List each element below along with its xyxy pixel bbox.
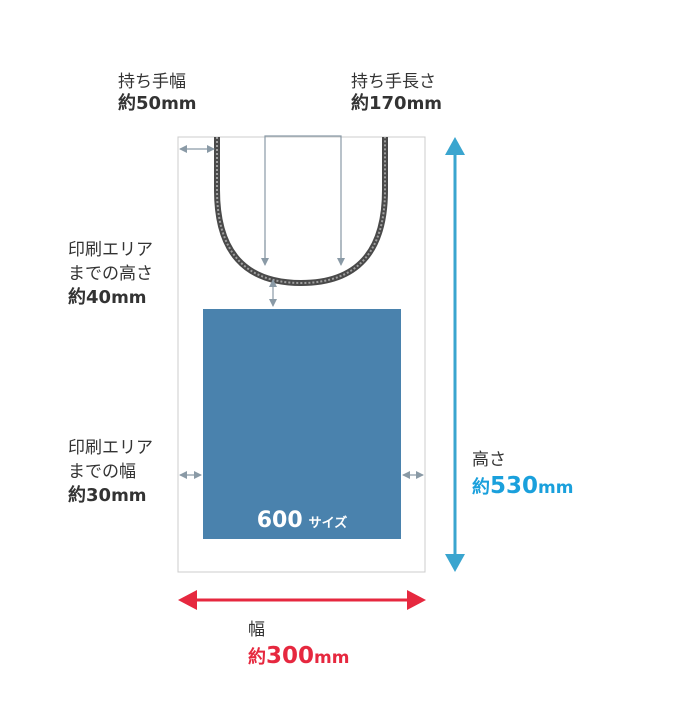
print-top-prefix: 約 — [68, 287, 86, 308]
height-label: 高さ 約530mm — [472, 447, 573, 501]
print-side-line2: までの幅 — [68, 462, 136, 482]
handle-width-title: 持ち手幅 — [118, 72, 186, 92]
width-value: 300 — [266, 643, 315, 669]
height-arrowhead-top — [445, 137, 465, 155]
print-area — [203, 309, 401, 539]
width-arrowhead-right — [407, 590, 426, 610]
handle-width-value: 50 — [136, 93, 162, 114]
print-top-value: 40 — [86, 287, 112, 308]
print-size-suffix: サイズ — [308, 516, 348, 531]
height-unit: mm — [538, 478, 574, 498]
width-unit: mm — [314, 648, 350, 668]
height-title: 高さ — [472, 450, 506, 470]
height-prefix: 約 — [472, 477, 490, 498]
print-side-prefix: 約 — [68, 485, 86, 506]
handle-length-title: 持ち手長さ — [351, 72, 436, 92]
handle-length-prefix: 約 — [351, 93, 369, 114]
handle-length-label: 持ち手長さ 約170mm — [351, 72, 442, 115]
width-arrowhead-left — [178, 590, 197, 610]
print-side-label: 印刷エリア までの幅 約30mm — [68, 436, 153, 508]
print-top-unit: mm — [111, 288, 147, 308]
width-title: 幅 — [248, 620, 265, 640]
handle-width-prefix: 約 — [118, 93, 136, 114]
print-top-line1: 印刷エリア — [68, 240, 153, 260]
handle-rope — [214, 137, 388, 287]
handle-width-label: 持ち手幅 約50mm — [118, 72, 197, 115]
print-side-value: 30 — [86, 485, 112, 506]
bag-outline — [177, 136, 426, 573]
handle-width-unit: mm — [161, 94, 197, 114]
width-label: 幅 約300mm — [248, 617, 349, 671]
width-prefix: 約 — [248, 647, 266, 668]
handle-length-bracket — [264, 135, 342, 262]
handle-length-unit: mm — [406, 94, 443, 114]
height-arrowhead-bottom — [445, 554, 465, 572]
height-value: 530 — [490, 473, 539, 499]
print-size-number: 600 — [256, 508, 303, 533]
print-top-label: 印刷エリア までの高さ 約40mm — [68, 238, 153, 310]
handle-length-value: 170 — [369, 93, 407, 114]
print-top-line2: までの高さ — [68, 264, 153, 284]
print-side-unit: mm — [111, 486, 147, 506]
print-side-line1: 印刷エリア — [68, 438, 153, 458]
handle-rope-texture — [216, 137, 386, 285]
print-area-label: 600 サイズ — [203, 508, 401, 533]
